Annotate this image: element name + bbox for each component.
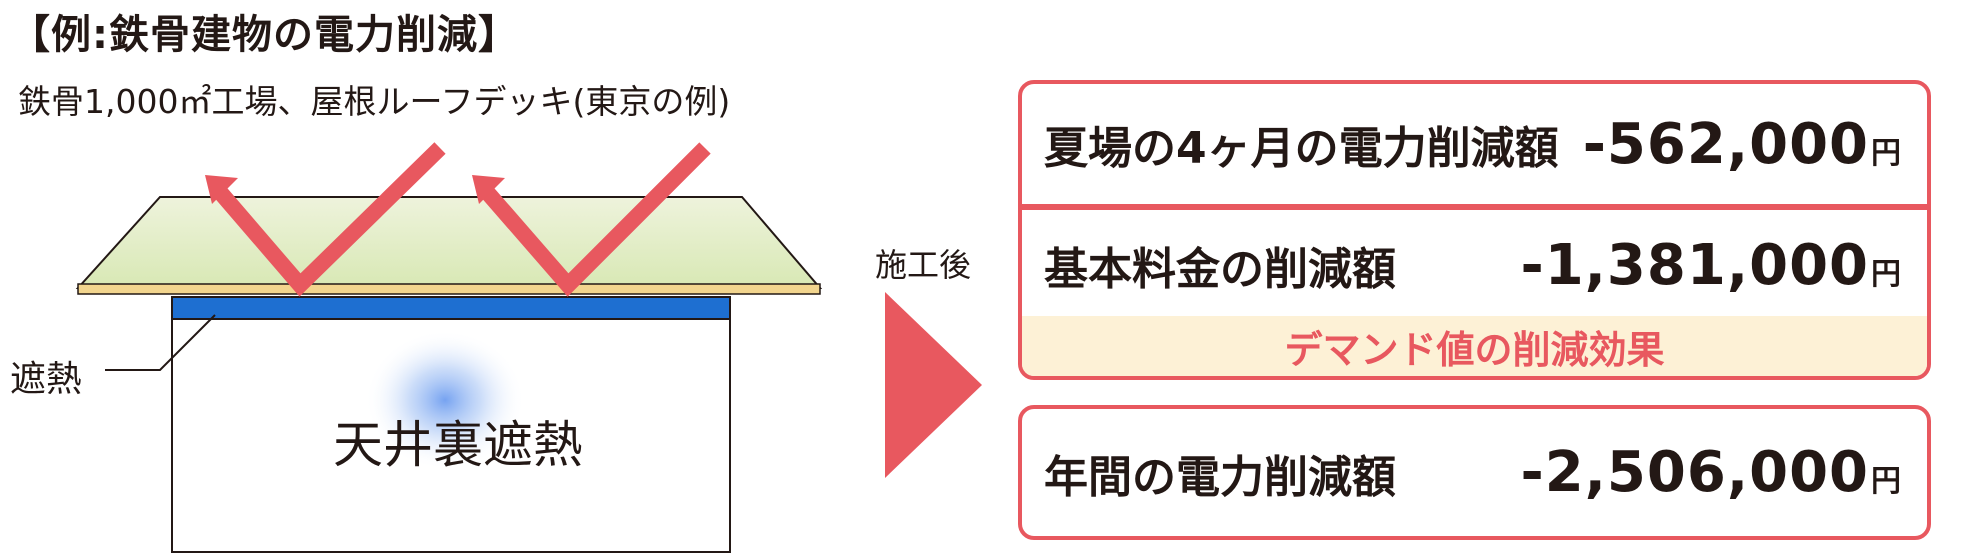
roof (75, 196, 823, 289)
summer-savings-label: 夏場の4ヶ月の電力削減額 (1044, 123, 1559, 174)
summer-savings-row: 夏場の4ヶ月の電力削減額 -562,000円 (1022, 84, 1927, 204)
annual-savings-row: 年間の電力削減額 -2,506,000円 (1022, 409, 1927, 536)
base-fee-value: -1,381,000 (1520, 232, 1869, 298)
insulation-label: 遮熱 (10, 359, 83, 400)
heat-glow (365, 330, 525, 470)
base-fee-row: 基本料金の削減額 -1,381,000円 (1022, 210, 1927, 320)
building-diagram (75, 142, 982, 553)
row-divider (1022, 204, 1927, 210)
arrowhead-left (205, 175, 238, 204)
after-construction-label: 施工後 (875, 246, 972, 284)
summer-savings-value-group: -562,000円 (1583, 112, 1901, 177)
reflection-arrow-left (213, 142, 446, 297)
page-title: 【例:鉄骨建物の電力削減】 (10, 12, 519, 58)
insulation-strip (171, 296, 731, 320)
annual-savings-box: 年間の電力削減額 -2,506,000円 (1018, 405, 1931, 540)
base-fee-label: 基本料金の削減額 (1044, 244, 1396, 295)
summer-savings-value: -562,000 (1582, 111, 1869, 177)
savings-box: 夏場の4ヶ月の電力削減額 -562,000円 基本料金の削減額 -1,381,0… (1018, 80, 1931, 380)
base-fee-value-group: -1,381,000円 (1520, 233, 1901, 298)
annual-savings-unit: 円 (1871, 464, 1901, 499)
arrowhead-right (472, 175, 505, 204)
roof-edge (77, 283, 821, 295)
annual-savings-value-group: -2,506,000円 (1520, 440, 1901, 505)
reflection-arrow-right (480, 142, 711, 297)
annual-savings-label: 年間の電力削減額 (1044, 451, 1396, 503)
insulation-leader-line (105, 314, 216, 371)
summer-savings-unit: 円 (1871, 135, 1901, 171)
annual-savings-value: -2,506,000 (1520, 440, 1869, 505)
ceiling-insulation-label: 天井裏遮熱 (333, 416, 583, 474)
base-fee-unit: 円 (1871, 256, 1901, 292)
after-arrow-icon (885, 292, 982, 478)
page-subtitle: 鉄骨1,000㎡工場、屋根ルーフデッキ(東京の例) (18, 82, 731, 121)
demand-effect-note: デマンド値の削減効果 (1022, 316, 1927, 376)
